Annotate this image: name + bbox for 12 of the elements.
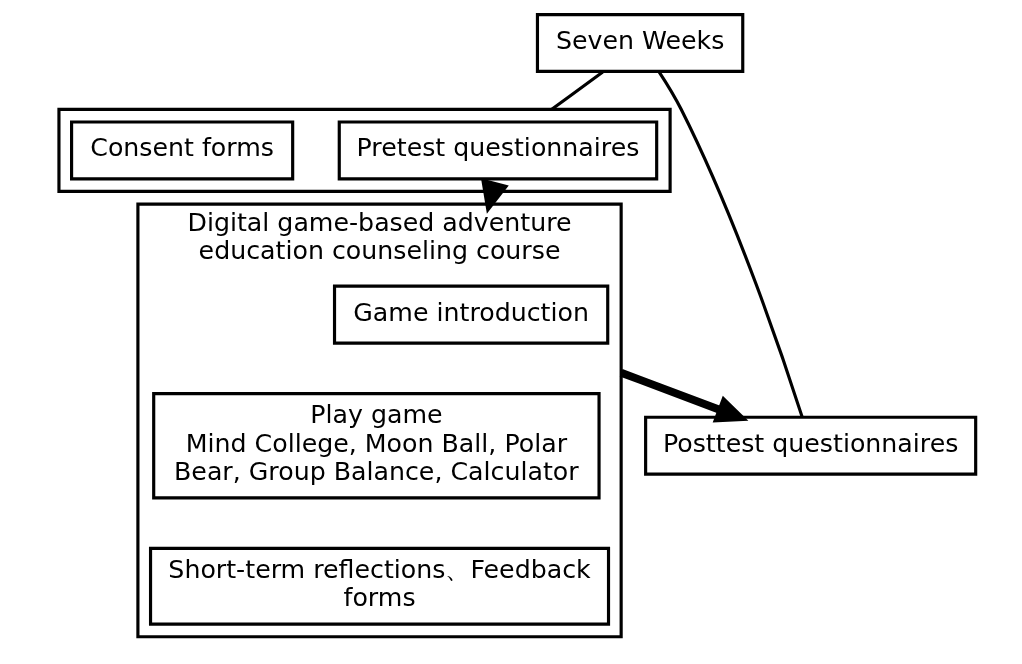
node-box: Pretest questionnaires (337, 120, 659, 181)
arrow (480, 178, 509, 214)
node-box: Game introduction (332, 284, 610, 345)
node-box: Short-term reflections、Feedback forms (148, 546, 611, 626)
connector (550, 70, 604, 111)
connector (657, 70, 804, 418)
node-box: Consent forms (70, 120, 295, 181)
node-box: Seven Weeks (535, 13, 745, 73)
arrow (619, 369, 749, 423)
node-box: Play game Mind College, Moon Ball, Polar Bear, Group Balance, Calculator (152, 392, 601, 500)
cluster (57, 107, 672, 194)
node-box: Posttest questionnaires (644, 415, 978, 476)
